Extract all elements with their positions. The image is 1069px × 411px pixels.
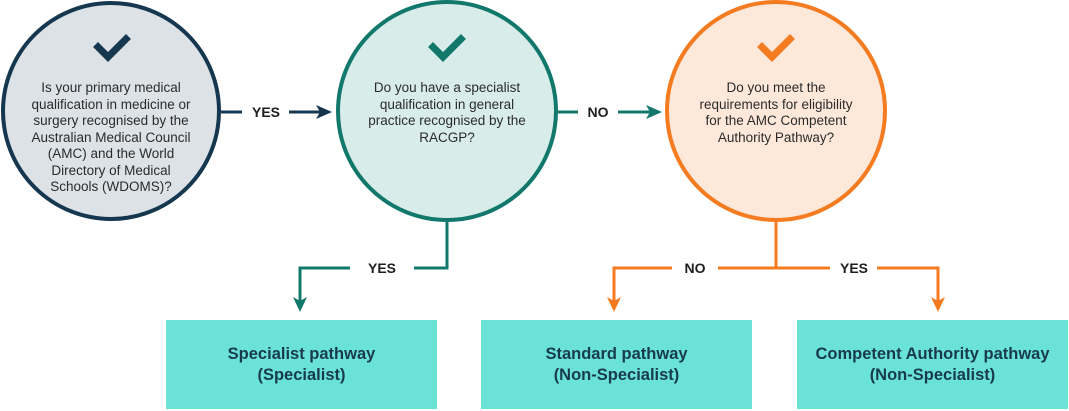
question-text-q2: Do you have a specialist qualification i… <box>357 80 537 146</box>
question-line: Australian Medical Council <box>31 129 191 145</box>
question-text-q1: Is your primary medical qualification in… <box>21 80 201 196</box>
outcome-box-competent-authority: Competent Authority pathway (Non-Special… <box>797 320 1068 409</box>
question-line: qualification in general <box>379 96 515 112</box>
connector-q2-o1 <box>293 222 449 312</box>
outcome-subtitle: (Non-Specialist) <box>553 365 680 384</box>
edge-label-q3-o2: NO <box>674 260 716 276</box>
question-line: requirements for eligibility <box>699 96 853 112</box>
connector-q2-q3 <box>557 105 662 119</box>
question-circle-q1 <box>1 1 221 221</box>
outcome-title: Standard pathway <box>545 344 688 363</box>
question-line: Is your primary medical <box>41 80 181 95</box>
question-line: Do you meet the <box>726 80 826 95</box>
question-line: Do you have a specialist <box>373 80 521 95</box>
question-line: RACGP? <box>419 129 475 145</box>
question-line: practice recognised by the <box>368 113 526 128</box>
checkmark-icon <box>757 34 795 62</box>
question-line: (AMC) and the World <box>47 146 175 161</box>
outcome-box-standard: Standard pathway (Non-Specialist) <box>481 320 752 409</box>
outcome-box-specialist: Specialist pathway (Specialist) <box>166 320 437 409</box>
outcome-subtitle: (Specialist) <box>257 365 346 384</box>
outcome-title: Competent Authority pathway <box>815 344 1050 363</box>
question-line: surgery recognised by the <box>33 113 189 128</box>
outcome-subtitle: (Non-Specialist) <box>869 365 996 384</box>
question-text-q3: Do you meet the requirements for eligibi… <box>686 80 866 146</box>
edge-label-q2-q3: NO <box>580 104 616 120</box>
question-line: Schools (WDOMS)? <box>50 179 172 194</box>
question-circle-q2 <box>336 0 558 222</box>
outcome-title: Specialist pathway <box>227 344 376 363</box>
edge-label-q3-o3: YES <box>832 260 876 276</box>
question-line: Directory of Medical <box>51 162 171 178</box>
checkmark-icon <box>428 34 466 62</box>
connector-q3-outcomes <box>607 222 945 312</box>
checkmark-icon <box>93 34 131 62</box>
edge-label-q1-q2: YES <box>244 104 288 120</box>
edge-label-q2-o1: YES <box>352 260 412 276</box>
question-line: qualification in medicine or <box>31 96 191 112</box>
question-line: for the AMC Competent <box>705 113 847 128</box>
question-circle-q3 <box>665 0 887 222</box>
connector-q1-q2 <box>221 105 332 119</box>
question-line: Authority Pathway? <box>717 129 835 145</box>
